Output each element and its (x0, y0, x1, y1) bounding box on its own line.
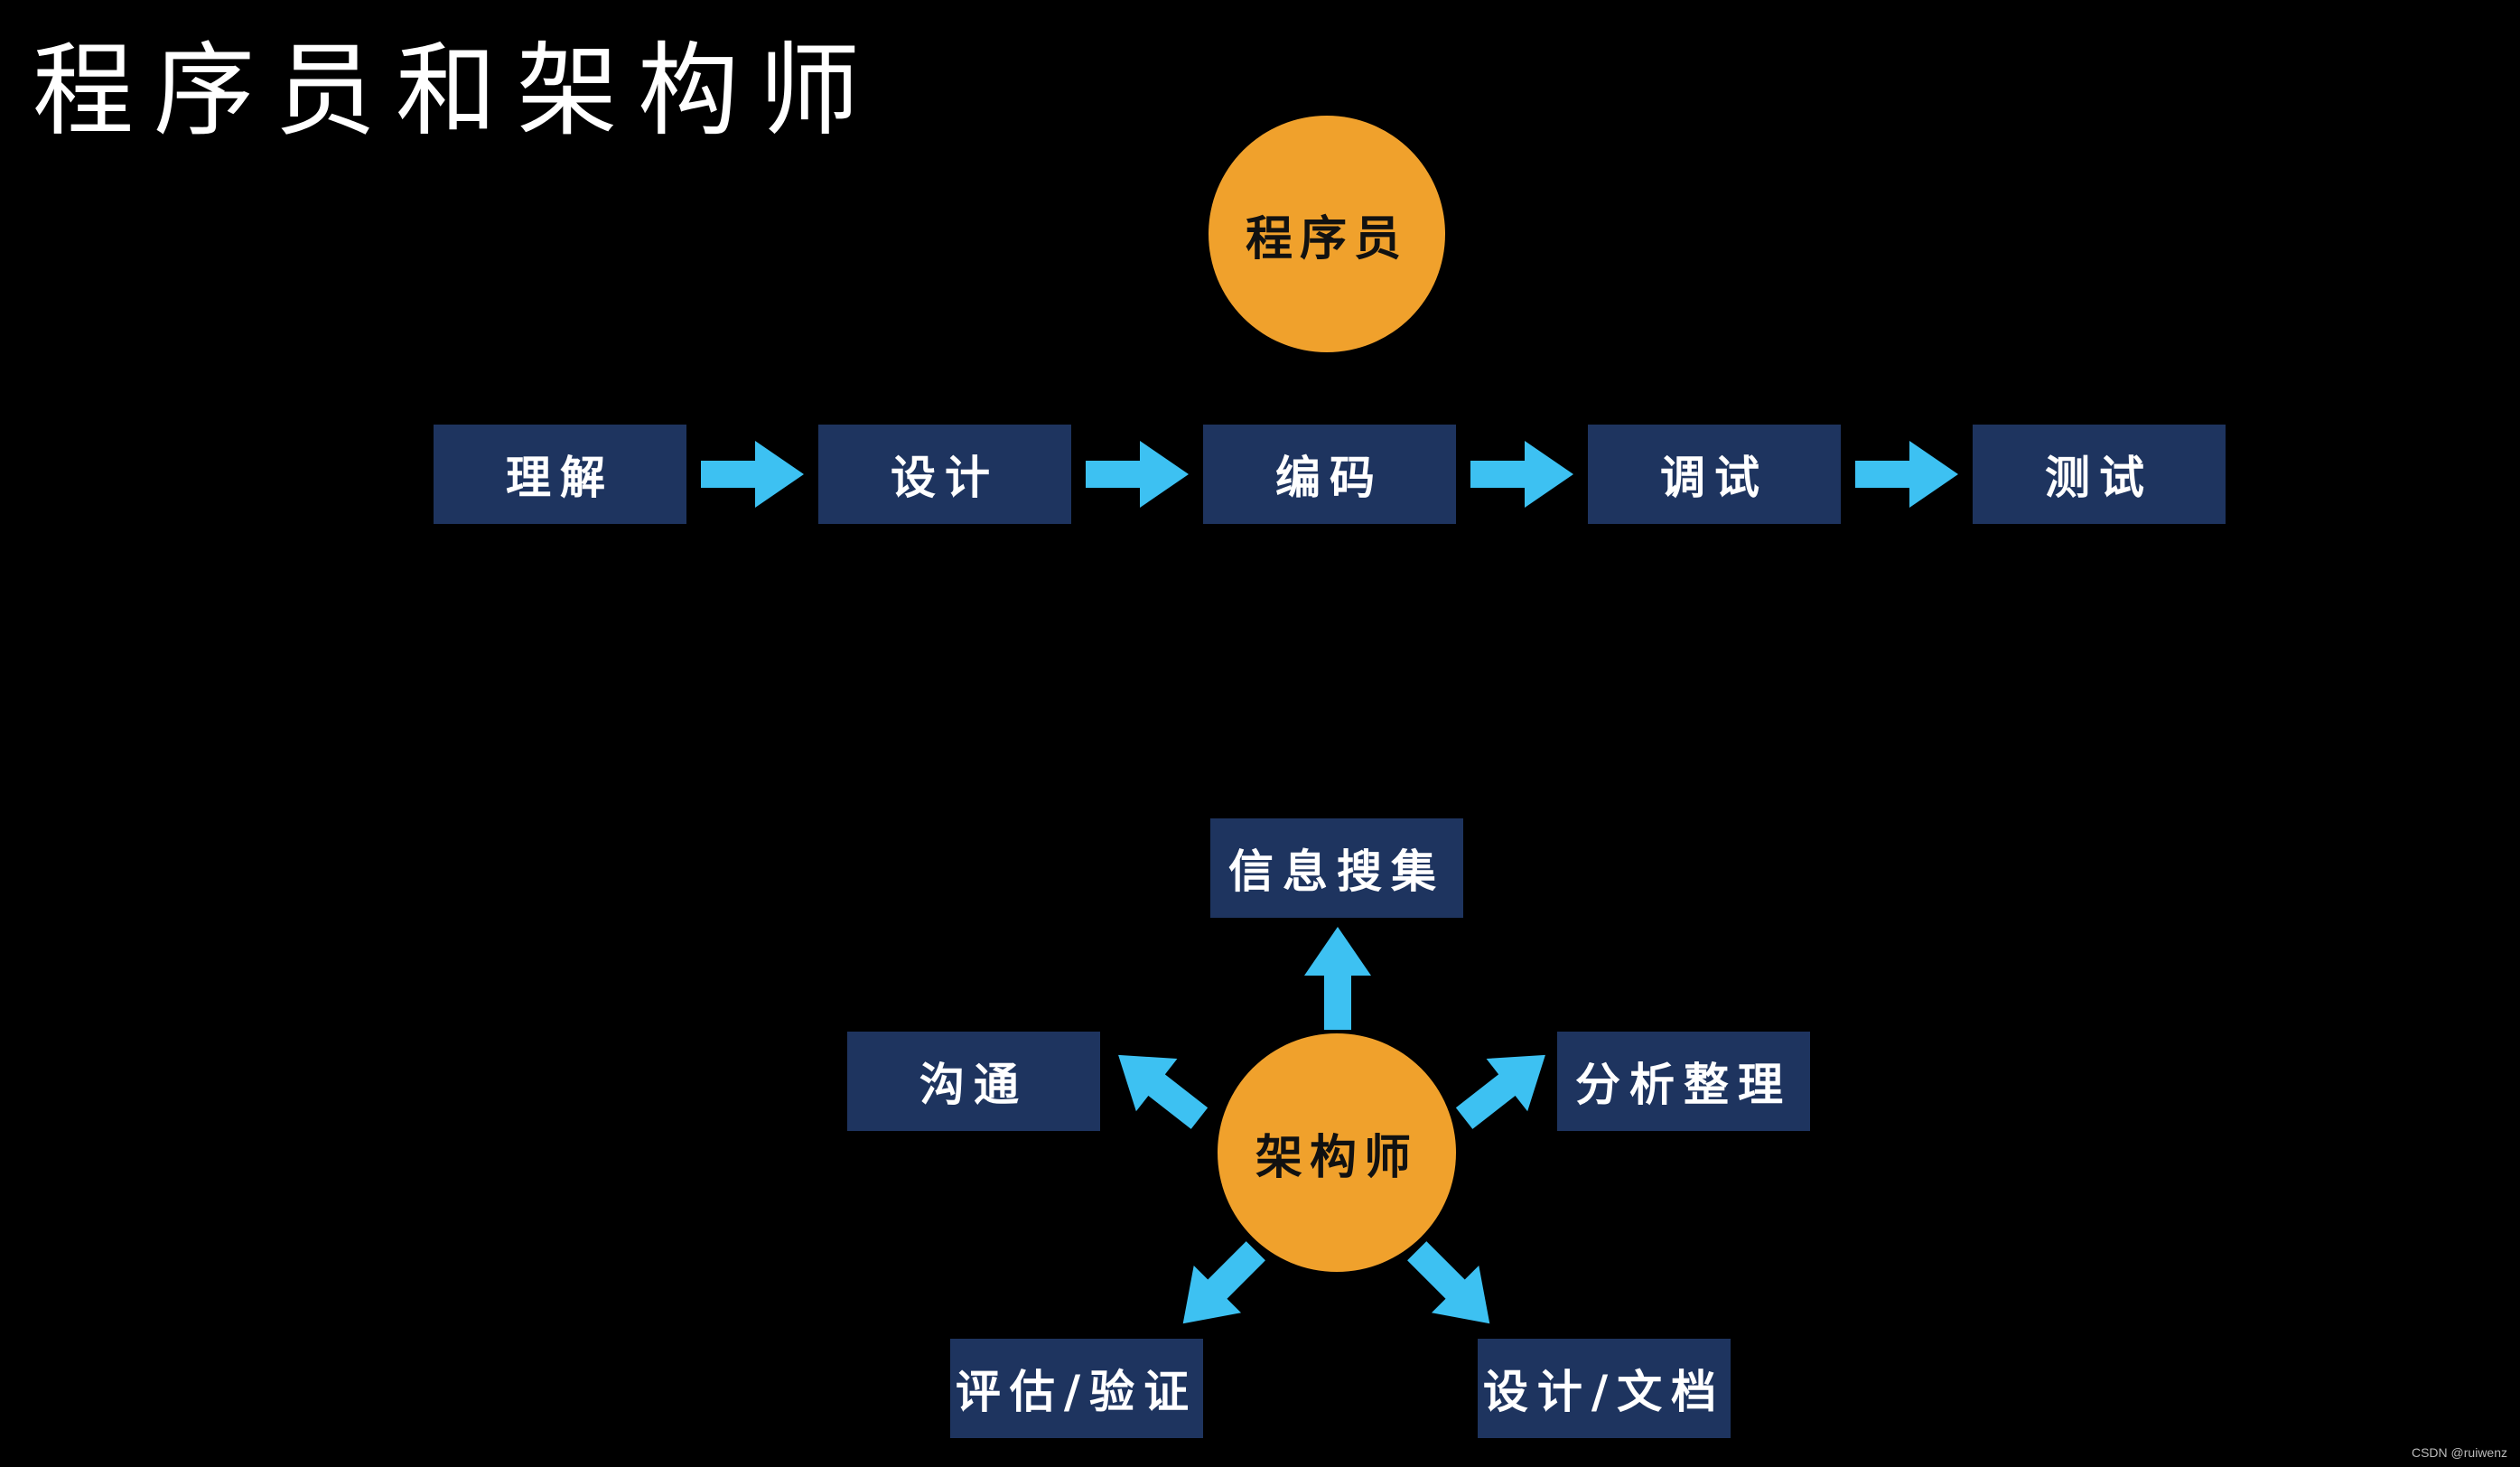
arrow-up-right-icon (1455, 1054, 1545, 1129)
step-coding: 编码 (1203, 425, 1456, 524)
architect-circle: 架构师 (1218, 1033, 1456, 1272)
task-communication: 沟通 (847, 1032, 1100, 1131)
arrow-right-icon (1855, 441, 1958, 508)
arrow-up-left-icon (1118, 1054, 1209, 1129)
task-info-gathering: 信息搜集 (1210, 818, 1463, 918)
step-understand: 理解 (434, 425, 686, 524)
arrow-right-icon (1470, 441, 1573, 508)
task-evaluation: 评估/验证 (950, 1339, 1203, 1438)
arrow-right-icon (701, 441, 804, 508)
step-design: 设计 (818, 425, 1071, 524)
task-analysis: 分析整理 (1557, 1032, 1810, 1131)
page-title: 程序员和架构师 (33, 33, 880, 150)
arrow-right-icon (1086, 441, 1189, 508)
credit-text: CSDN @ruiwenz (2411, 1445, 2507, 1460)
step-test: 测试 (1973, 425, 2226, 524)
programmer-circle: 程序员 (1209, 116, 1445, 352)
arrow-down-left-icon (1182, 1241, 1265, 1324)
step-debug: 调试 (1588, 425, 1841, 524)
task-design-docs: 设计/文档 (1478, 1339, 1731, 1438)
arrow-up-icon (1304, 927, 1371, 1030)
arrow-down-right-icon (1407, 1241, 1490, 1324)
